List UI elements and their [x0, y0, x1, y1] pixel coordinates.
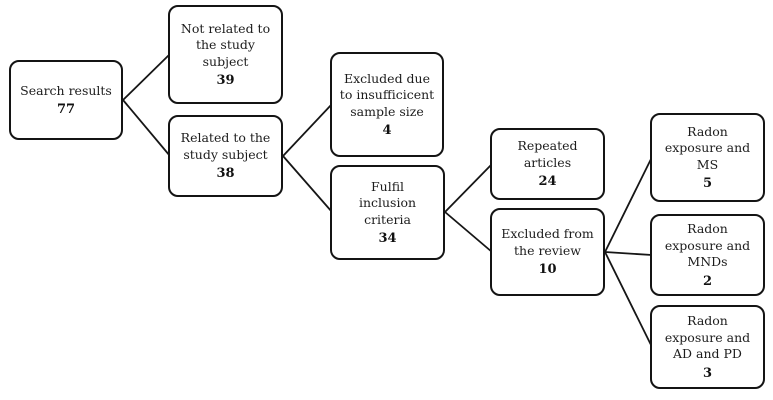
node-search-results: Search results 77: [9, 60, 123, 140]
node-count: 34: [378, 231, 397, 247]
node-label: Radon exposure and AD and PD: [664, 313, 751, 362]
node-related-to-study: Related to the study subject 38: [168, 115, 283, 197]
node-count: 77: [56, 102, 76, 118]
connector-line: [604, 156, 653, 253]
connector-line: [604, 251, 653, 256]
node-count: 10: [538, 262, 557, 278]
node-fulfil-inclusion-criteria: Fulfil inclusion criteria 34: [330, 165, 445, 260]
node-not-related-to-study: Not related to the study subject 39: [168, 5, 283, 104]
connector-line: [122, 99, 171, 157]
node-count: 3: [702, 365, 713, 381]
node-radon-exposure-ad-pd: Radon exposure and AD and PD 3: [650, 305, 765, 389]
node-count: 5: [702, 176, 713, 192]
node-label: Excluded from the review: [501, 226, 594, 258]
connector-line: [282, 103, 333, 157]
node-radon-exposure-ms: Radon exposure and MS 5: [650, 113, 765, 202]
connector-line: [604, 251, 653, 348]
node-count: 38: [216, 166, 235, 182]
node-label: Excluded due to insufficicent sample siz…: [339, 70, 435, 119]
node-radon-exposure-mnds: Radon exposure and MNDs 2: [650, 214, 765, 296]
node-label: Repeated articles: [517, 138, 578, 170]
node-label: Fulfil inclusion criteria: [358, 178, 417, 227]
node-count: 39: [216, 73, 235, 89]
connector-line: [444, 163, 493, 213]
node-label: Search results: [20, 82, 112, 98]
node-excluded-insufficient-sample: Excluded due to insufficicent sample siz…: [330, 52, 444, 157]
node-count: 4: [382, 123, 392, 139]
node-label: Radon exposure and MS: [664, 123, 751, 172]
node-label: Related to the study subject: [180, 130, 271, 162]
node-excluded-from-review: Excluded from the review 10: [490, 208, 605, 296]
node-label: Not related to the study subject: [180, 20, 271, 69]
node-count: 2: [702, 273, 713, 289]
connector-line: [282, 155, 333, 213]
connector-line: [122, 53, 171, 101]
node-label: Radon exposure and MNDs: [664, 221, 751, 270]
node-repeated-articles: Repeated articles 24: [490, 128, 605, 200]
connector-line: [444, 211, 493, 253]
node-count: 24: [538, 174, 557, 190]
